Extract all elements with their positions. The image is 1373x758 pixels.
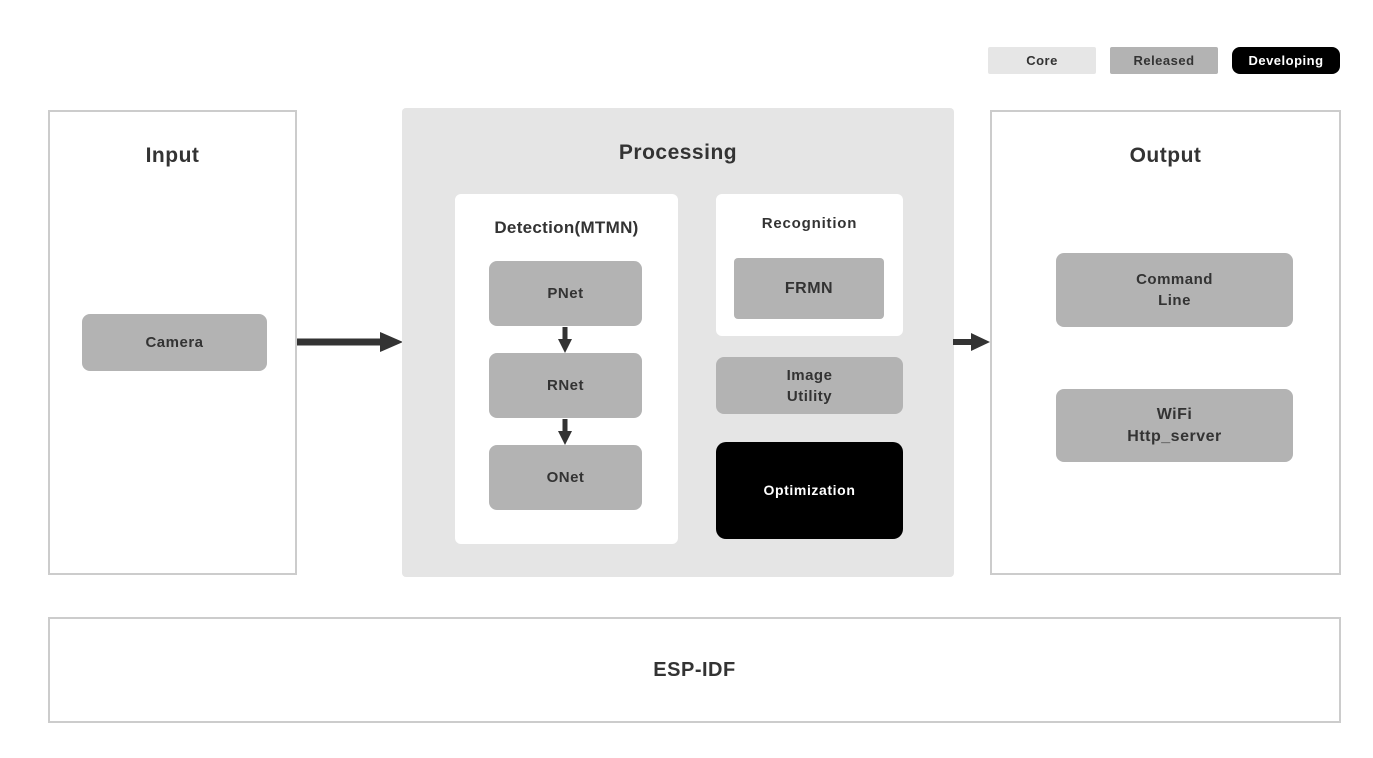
camera-node: Camera: [82, 314, 267, 371]
input-panel: Input Camera: [48, 110, 297, 575]
legend-chip-developing: Developing: [1232, 47, 1340, 74]
image-utility-label-line1: Image: [786, 366, 833, 384]
arrowhead-down-icon: [558, 339, 572, 353]
output-panel: Output Command Line WiFi Http_server: [990, 110, 1341, 575]
rnet-node-label: RNet: [546, 377, 584, 394]
rnet-to-onet-arrow: [558, 419, 572, 445]
rnet-node: RNet: [489, 353, 642, 418]
pnet-node-label: PNet: [547, 285, 584, 302]
image-utility-label-line2: Utility: [786, 387, 833, 405]
wifi-http-server-node: WiFi Http_server: [1056, 389, 1293, 462]
output-panel-title: Output: [1129, 144, 1202, 167]
camera-node-label: Camera: [145, 334, 204, 351]
processing-title: Processing: [618, 141, 738, 164]
processing-container: Processing Detection(MTMN) PNet RNet ONe…: [402, 108, 954, 577]
detection-card-title: Detection(MTMN): [494, 218, 639, 237]
processing-to-output-arrow: [953, 333, 990, 351]
status-legend: Core Released Developing: [988, 47, 1340, 74]
recognition-card: Recognition FRMN: [716, 194, 903, 336]
command-line-label-line2: Line: [1158, 292, 1191, 309]
input-to-processing-arrow: [297, 332, 403, 352]
arrowhead-right-icon: [380, 332, 403, 352]
onet-node: ONet: [489, 445, 642, 510]
legend-chip-released: Released: [1110, 47, 1218, 74]
optimization-node: Optimization: [716, 442, 903, 539]
frmn-node-label: FRMN: [784, 280, 834, 297]
image-utility-node: Image Utility: [716, 357, 903, 414]
arrowhead-right-icon: [971, 333, 990, 351]
command-line-label-line1: Command: [1136, 271, 1213, 288]
command-line-node: Command Line: [1056, 253, 1293, 327]
wifi-label-line1: WiFi: [1156, 405, 1193, 423]
legend-chip-core: Core: [988, 47, 1096, 74]
detection-card: Detection(MTMN) PNet RNet ONet: [455, 194, 678, 544]
esp-idf-title: ESP-IDF: [653, 658, 736, 681]
input-panel-title: Input: [145, 144, 200, 167]
pnet-to-rnet-arrow: [558, 327, 572, 353]
recognition-card-title: Recognition: [761, 215, 858, 232]
wifi-label-line2: Http_server: [1127, 427, 1222, 445]
pnet-node: PNet: [489, 261, 642, 326]
arrowhead-down-icon: [558, 431, 572, 445]
optimization-node-label: Optimization: [763, 482, 856, 498]
esp-idf-panel: ESP-IDF: [48, 617, 1341, 723]
onet-node-label: ONet: [546, 469, 585, 486]
frmn-node: FRMN: [734, 258, 884, 319]
